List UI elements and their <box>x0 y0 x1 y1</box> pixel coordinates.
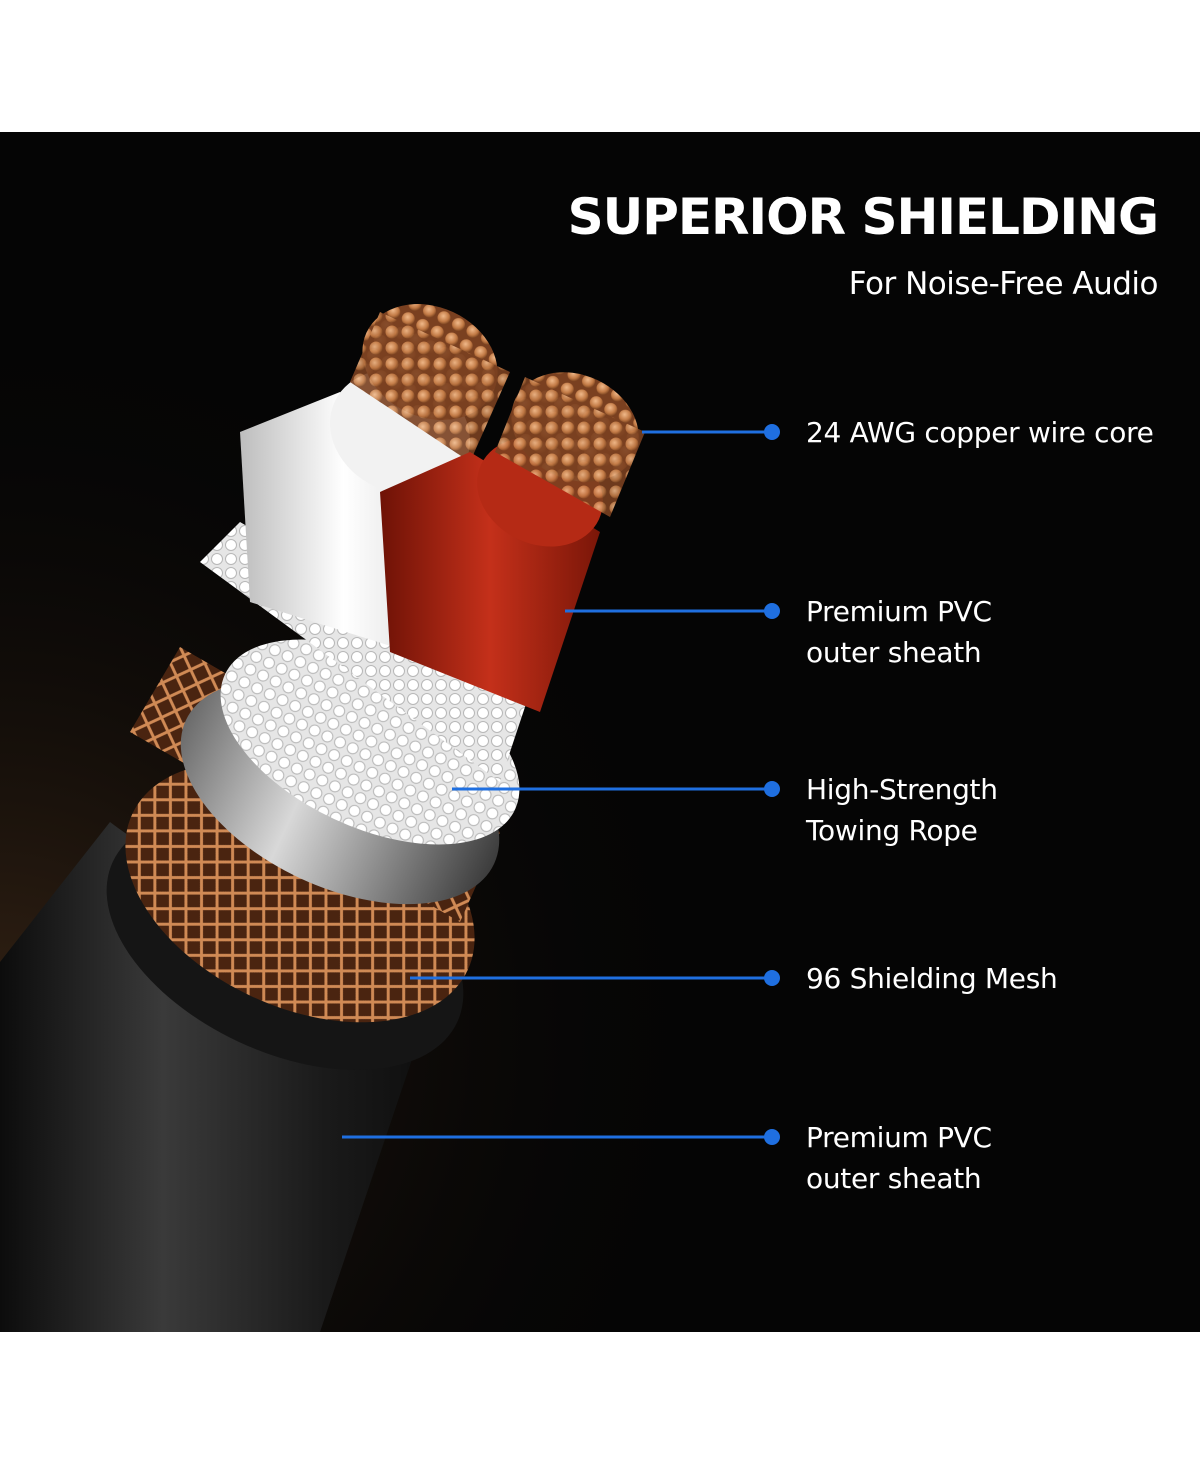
callout-line: Towing Rope <box>806 814 978 847</box>
headline-subtitle: For Noise-Free Audio <box>848 266 1159 302</box>
leader-dot-inner-sheath <box>764 603 780 619</box>
callout-line: Premium PVC <box>806 1121 992 1154</box>
callout-copper-core: 24 AWG copper wire core <box>806 412 1154 453</box>
callout-shielding-mesh: 96 Shielding Mesh <box>806 958 1058 999</box>
callout-towing-rope: High-Strength Towing Rope <box>806 769 998 851</box>
callout-leaders <box>342 424 780 1145</box>
callout-line: outer sheath <box>806 1162 982 1195</box>
callout-line: High-Strength <box>806 773 998 806</box>
leader-dot-copper-core <box>764 424 780 440</box>
leader-dot-towing-rope <box>764 781 780 797</box>
callout-inner-sheath: Premium PVC outer sheath <box>806 591 992 673</box>
callout-line: outer sheath <box>806 636 982 669</box>
callout-line: Premium PVC <box>806 595 992 628</box>
callout-line: 96 Shielding Mesh <box>806 962 1058 995</box>
callout-outer-sheath: Premium PVC outer sheath <box>806 1117 992 1199</box>
leader-dot-shielding-mesh <box>764 970 780 986</box>
cable-cross-section-illustration <box>0 132 1200 1332</box>
headline-title: SUPERIOR SHIELDING <box>567 188 1159 246</box>
product-infographic: SUPERIOR SHIELDING For Noise-Free Audio … <box>0 132 1200 1332</box>
red-insulated-conductor <box>380 372 645 712</box>
leader-dot-outer-sheath <box>764 1129 780 1145</box>
callout-line: 24 AWG copper wire core <box>806 416 1154 449</box>
